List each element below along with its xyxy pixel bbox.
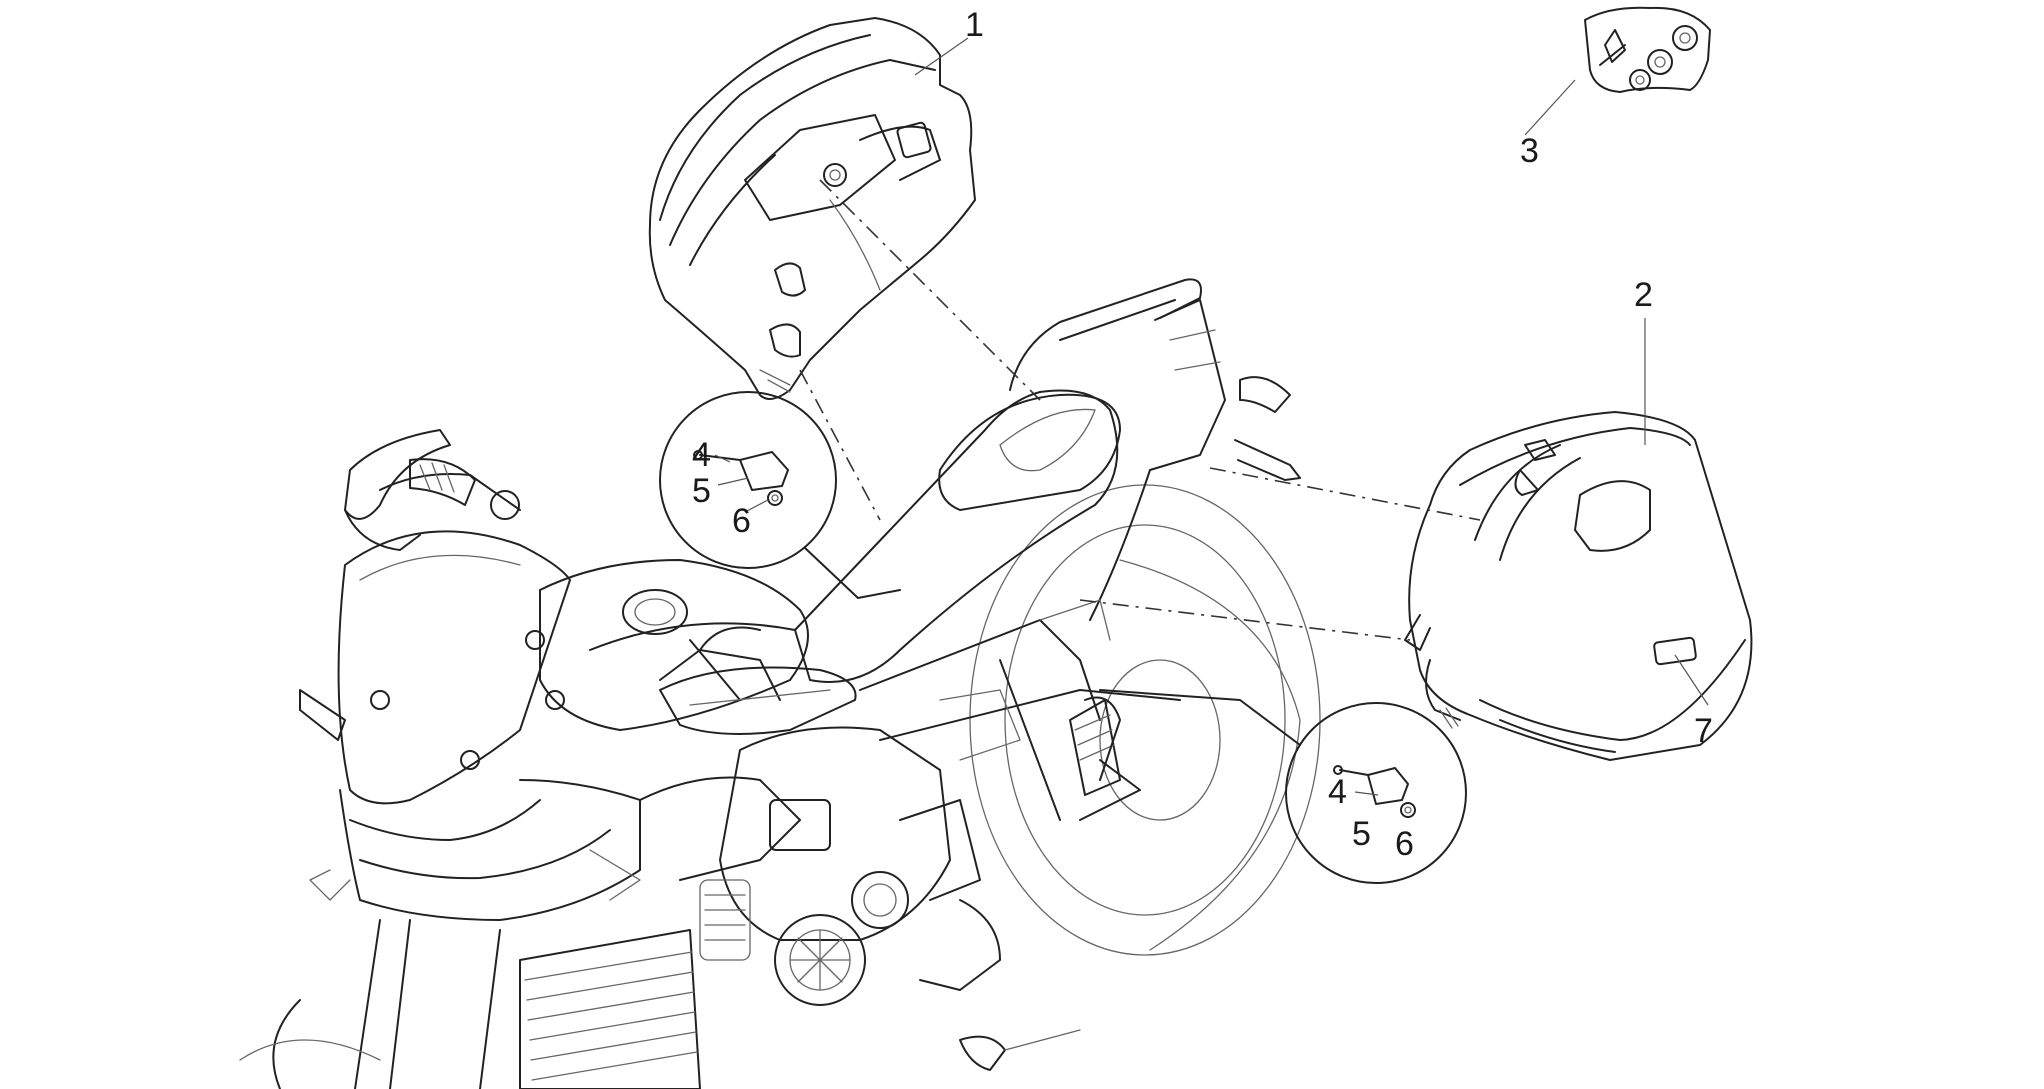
seat [589,389,1121,683]
callout-6-a: 6 [732,502,751,540]
callout-6-b: 6 [1395,825,1414,863]
radiator [519,929,701,1089]
left-pannier-part-1 [648,17,976,400]
callout-3: 3 [1520,132,1539,170]
motorcycle-drawing [239,278,1321,1089]
frame [859,599,1181,821]
callout-5-a: 5 [692,472,711,510]
engine [699,689,1021,1006]
fuel-tank [539,559,809,731]
rear-rack [1009,278,1301,621]
front-fairing [299,689,801,921]
handlebar [344,429,781,701]
detail-circle-a [659,391,901,599]
right-pannier-part-2 [1404,411,1753,761]
callout-7: 7 [1694,712,1713,750]
callout-1: 1 [965,6,984,44]
footpeg [959,696,1121,1071]
windscreen [337,530,571,805]
callout-2: 2 [1634,276,1653,314]
callout-4-a: 4 [692,436,711,474]
leader-lines [914,37,1709,706]
callout-4-b: 4 [1328,773,1347,811]
mounting-lines [799,179,1481,641]
handguard [659,666,857,735]
detail-circle-b [1099,689,1467,884]
lock-set-part-3 [1584,6,1711,93]
front-fork [239,919,501,1089]
callout-labels: 1 2 3 4 5 6 4 5 6 7 [692,6,1713,863]
callout-5-b: 5 [1352,815,1371,853]
